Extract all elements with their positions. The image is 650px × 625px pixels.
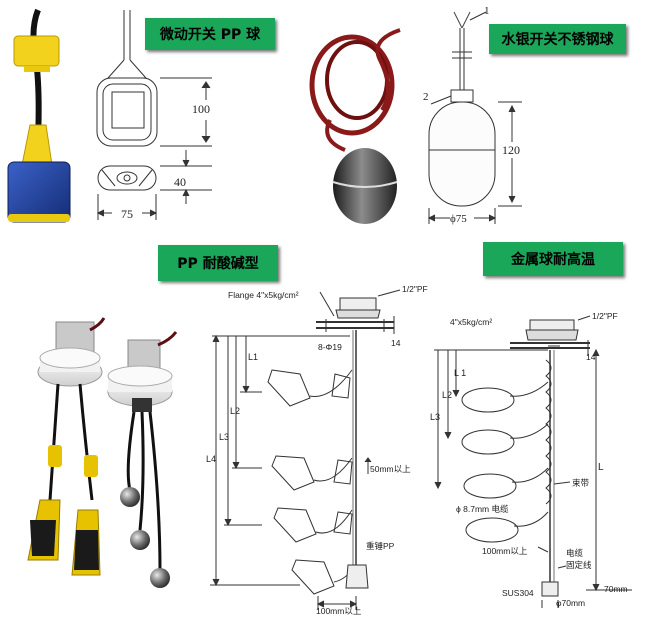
metal-material-label: SUS304 — [502, 588, 534, 598]
dim-mercury-height: 120 — [502, 143, 520, 157]
label-pp-acid: PP 耐酸碱型 — [158, 245, 278, 281]
photo-mercury-float — [309, 28, 401, 224]
metal-fix-label-2: 固定线 — [566, 560, 592, 570]
drawing-metal-high-temp — [434, 315, 632, 608]
dim-mercury-diameter: ϕ75 — [450, 213, 467, 225]
metal-bottom-diameter: φ70mm — [556, 598, 585, 608]
metal-spacing-label: 100mm以上 — [482, 546, 528, 556]
drawing-pp-acid — [210, 289, 401, 610]
pp-l3-label: L3 — [219, 432, 229, 442]
dim-micro-thickness: 40 — [174, 175, 186, 189]
drawing-micro-switch — [96, 10, 212, 220]
pp-l2-label: L2 — [230, 406, 240, 416]
metal-thread-label: 1/2"PF — [592, 311, 618, 321]
photo-pp-acid-floats — [27, 317, 178, 588]
metal-cable-label: ϕ 8.7mm 电缆 — [456, 504, 509, 514]
dim-micro-height: 100 — [192, 102, 210, 116]
metal-fix-label-1: 电缆 — [566, 548, 584, 558]
metal-bottom-height: 70mm — [604, 584, 628, 594]
metal-l-label: L — [598, 462, 604, 473]
label-mercury-switch: 水银开关不锈钢球 — [489, 24, 626, 54]
callout-1: 1 — [484, 5, 490, 17]
metal-l1-label: L 1 — [454, 368, 466, 378]
pp-bottom-label: 100mm以上 — [316, 606, 362, 616]
metal-l2-label: L2 — [442, 390, 452, 400]
metal-flange-label: 4"x5kg/cm² — [450, 317, 492, 327]
photo-micro-switch-float — [7, 8, 71, 223]
drawing-mercury-float — [427, 11, 522, 224]
pp-flange-label: Flange 4"x5kg/cm² — [228, 290, 299, 300]
pp-weight-label: 重锤PP — [366, 541, 395, 551]
metal-14-label: 14 — [586, 352, 596, 362]
pp-holes-label: 8-Φ19 — [318, 342, 342, 352]
pp-14-label: 14 — [391, 338, 401, 348]
label-micro-switch-pp: 微动开关 PP 球 — [145, 18, 275, 50]
pp-thread-label: 1/2"PF — [402, 284, 428, 294]
pp-l1-label: L1 — [248, 352, 258, 362]
pp-spacing-label: 50mm以上 — [370, 464, 411, 474]
callout-2: 2 — [423, 91, 429, 103]
metal-l3-label: L3 — [430, 412, 440, 422]
dim-micro-width: 75 — [121, 207, 133, 221]
metal-band-label: 束带 — [572, 478, 590, 488]
label-metal-high-temp: 金属球耐高温 — [483, 242, 623, 276]
pp-l4-label: L4 — [206, 454, 216, 464]
